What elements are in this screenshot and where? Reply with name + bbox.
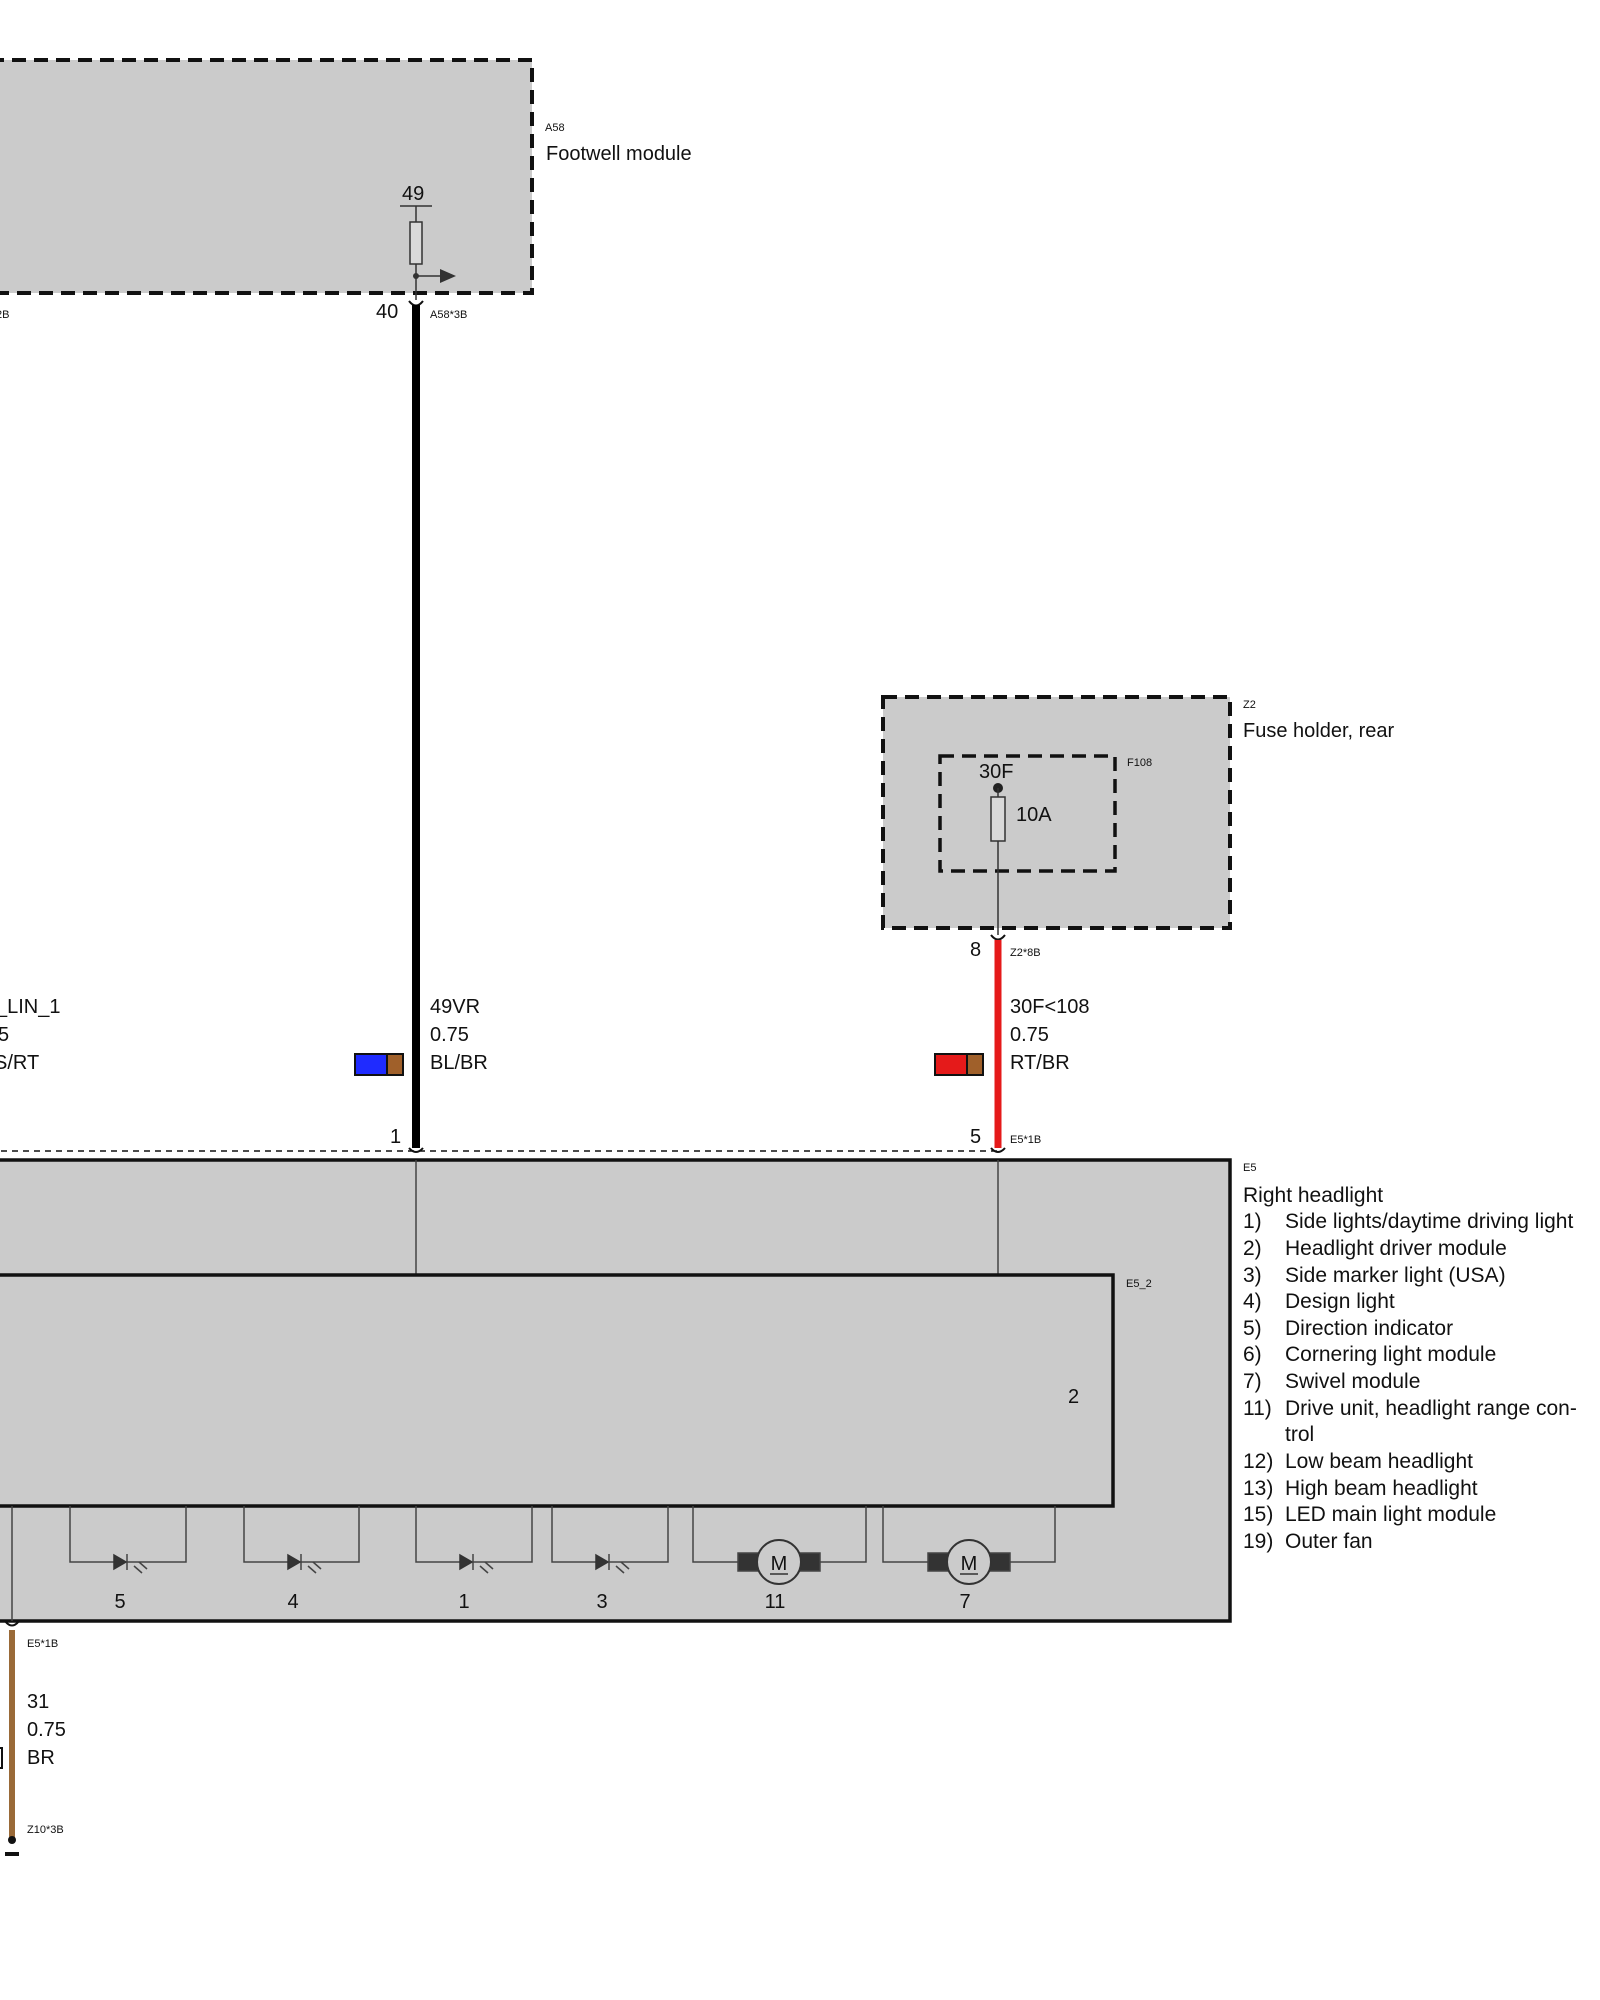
component-number: 11	[765, 1591, 786, 1613]
component-number: 4	[287, 1591, 298, 1613]
color-swatch-bl-br	[354, 1053, 404, 1076]
legend-text: Outer fan	[1285, 1530, 1373, 1553]
led-5-icon	[69, 1506, 187, 1574]
fuse-pin-out: 8	[970, 939, 981, 961]
left-wire-size: 5	[0, 1024, 9, 1046]
ground-wire-size: 0.75	[27, 1719, 66, 1741]
legend-num: 13)	[1243, 1477, 1273, 1500]
legend-text: Design light	[1285, 1290, 1395, 1313]
fuse-connector: Z2*8B	[1010, 947, 1041, 959]
legend-num: 3)	[1243, 1264, 1262, 1287]
footwell-ref: A58	[545, 122, 565, 134]
motor-11-icon: M	[692, 1506, 867, 1585]
left-wire-signal: _LIN_1	[0, 996, 61, 1018]
legend-num: 15)	[1243, 1503, 1273, 1526]
led-3-icon	[551, 1506, 669, 1574]
ground-connector-top: E5*1B	[27, 1638, 58, 1650]
legend-num: 4)	[1243, 1290, 1262, 1313]
legend-text: Headlight driver module	[1285, 1237, 1507, 1260]
legend-text: Direction indicator	[1285, 1317, 1453, 1340]
connector-icon	[408, 1147, 424, 1153]
fuse-f108-box	[938, 754, 1117, 873]
fuse-terminal: 30F	[979, 761, 1013, 783]
footwell-left-connector: 2B	[0, 309, 9, 321]
legend-text: LED main light module	[1285, 1503, 1496, 1526]
footwell-pin-out: 40	[376, 301, 398, 323]
right-wire-signal: 30F<108	[1010, 996, 1090, 1018]
color-swatch-br	[0, 1747, 3, 1769]
headlight-driver-module-box	[0, 1273, 1115, 1508]
headlight-pin-5: 5	[970, 1126, 981, 1148]
footwell-name: Footwell module	[546, 143, 692, 165]
output-arrow-icon	[440, 269, 456, 283]
legend-num: 2)	[1243, 1237, 1262, 1260]
headlight-connector: E5*1B	[1010, 1134, 1041, 1146]
legend-text: trol	[1285, 1423, 1314, 1446]
middle-wire-size: 0.75	[430, 1024, 469, 1046]
legend-num: 19)	[1243, 1530, 1273, 1553]
component-number: 5	[114, 1591, 125, 1613]
legend-num: 5)	[1243, 1317, 1262, 1340]
connector-icon	[408, 300, 424, 307]
middle-wire-color: BL/BR	[430, 1052, 488, 1074]
ground-point-icon	[8, 1836, 16, 1844]
legend-text: Cornering light module	[1285, 1343, 1496, 1366]
legend-num: 1)	[1243, 1210, 1262, 1233]
right-wire-color: RT/BR	[1010, 1052, 1070, 1074]
legend-num: 11)	[1243, 1397, 1272, 1420]
connector-icon	[4, 1620, 20, 1627]
legend-num: 12)	[1243, 1450, 1273, 1473]
footwell-resistor-icon	[409, 221, 423, 265]
fuse-holder-ref: Z2	[1243, 699, 1256, 711]
component-number: 1	[458, 1591, 469, 1613]
led-4-icon	[243, 1506, 360, 1574]
component-number: 3	[596, 1591, 607, 1613]
footwell-connector: A58*3B	[430, 309, 467, 321]
footwell-pin-inside: 49	[402, 183, 424, 205]
ground-connector-bottom: Z10*3B	[27, 1824, 64, 1836]
headlight-title: Right headlight	[1243, 1184, 1383, 1207]
headlight-inner-number: 2	[1068, 1386, 1079, 1408]
legend-text: Drive unit, headlight range con-	[1285, 1397, 1577, 1420]
headlight-pin-1: 1	[390, 1126, 401, 1148]
legend-text: Swivel module	[1285, 1370, 1420, 1393]
svg-text:M: M	[771, 1553, 788, 1575]
led-1-icon	[415, 1506, 533, 1574]
legend-text: Low beam headlight	[1285, 1450, 1473, 1473]
color-swatch-rt-br	[934, 1053, 984, 1076]
legend-text: Side marker light (USA)	[1285, 1264, 1506, 1287]
middle-wire-signal: 49VR	[430, 996, 480, 1018]
right-wire-size: 0.75	[1010, 1024, 1049, 1046]
connector-icon	[990, 934, 1006, 941]
fuse-holder-box	[881, 695, 1232, 930]
legend-list: 1) Side lights/daytime driving light 2) …	[1243, 1210, 1577, 1553]
footwell-module-box	[0, 58, 534, 295]
ground-wire-color: BR	[27, 1747, 55, 1769]
legend-num: 7)	[1243, 1370, 1262, 1393]
motor-7-icon: M	[882, 1506, 1056, 1585]
fuse-icon	[990, 796, 1006, 842]
legend-text: Side lights/daytime driving light	[1285, 1210, 1573, 1233]
headlight-ref: E5	[1243, 1162, 1256, 1174]
fuse-holder-name: Fuse holder, rear	[1243, 720, 1395, 742]
legend-num: 6)	[1243, 1343, 1262, 1366]
connector-icon	[990, 1147, 1006, 1153]
ground-wire-signal: 31	[27, 1691, 49, 1713]
legend-text: High beam headlight	[1285, 1477, 1478, 1500]
component-number: 7	[959, 1591, 970, 1613]
headlight-inner-ref: E5_2	[1126, 1278, 1152, 1290]
fuse-rating: 10A	[1016, 804, 1052, 826]
svg-text:M: M	[961, 1553, 978, 1575]
fuse-ref: F108	[1127, 757, 1152, 769]
left-wire-color: S/RT	[0, 1052, 39, 1074]
